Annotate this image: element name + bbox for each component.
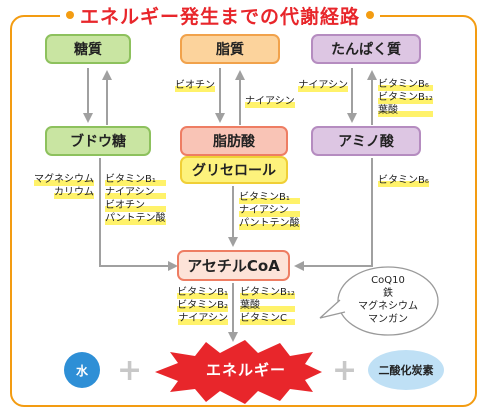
nutrients-fat-left: ビオチン xyxy=(165,79,215,92)
diagram-title: エネルギー発生までの代謝経路 xyxy=(80,5,361,28)
node-glucose-label: ブドウ糖 xyxy=(70,134,126,150)
node-amino-acid: アミノ酸 xyxy=(311,126,421,156)
nutrient-item: ビタミンB₂ xyxy=(177,299,228,312)
node-acetyl-coa-label: アセチルCoA xyxy=(187,257,280,275)
nutrient-item: ビタミンB₁ xyxy=(239,191,300,204)
title-dot-left xyxy=(66,11,74,19)
bubble-tail xyxy=(319,299,346,319)
nutrient-item: ビタミンB₁₂ xyxy=(378,91,433,104)
node-carb-label: 糖質 xyxy=(74,42,102,58)
cofactor-item: 鉄 xyxy=(383,288,393,299)
nutrient-item: ビオチン xyxy=(105,199,166,212)
nutrient-item: ビタミンB₆ xyxy=(378,174,429,187)
nutrient-item: ビタミンB₁ xyxy=(105,173,166,186)
nutrient-item: パントテン酸 xyxy=(105,212,166,225)
title-dot-right xyxy=(366,11,375,19)
nutrient-item: ナイアシン xyxy=(239,204,300,217)
nutrient-item: ビタミンB₁ xyxy=(177,286,228,299)
nutrient-item: 葉酸 xyxy=(240,299,295,312)
arrow-glucose-to-acoa xyxy=(99,158,178,271)
node-fatty-acid-label: 脂肪酸 xyxy=(213,134,255,150)
vitamins-acoa-right: ビタミンB₁₂ 葉酸 ビタミンC xyxy=(240,286,295,325)
nutrient-item: ナイアシン xyxy=(298,79,348,92)
cofactor-item: マンガン xyxy=(368,314,408,325)
cofactor-list: CoQ10 鉄 マグネシウム マンガン xyxy=(340,274,436,326)
mineral-item: カリウム xyxy=(54,186,94,199)
mineral-item: マグネシウム xyxy=(34,173,94,186)
nutrient-item: パントテン酸 xyxy=(239,217,300,230)
node-protein-label: たんぱく質 xyxy=(331,42,401,58)
energy-burst xyxy=(155,340,322,404)
co2-bubble: 二酸化炭素 xyxy=(368,350,444,390)
co2-label: 二酸化炭素 xyxy=(378,364,434,377)
node-glycerol-label: グリセロール xyxy=(192,163,276,179)
vitamins-acoa-left: ビタミンB₁ ビタミンB₂ ナイアシン xyxy=(160,286,228,325)
nutrient-item: ナイアシン xyxy=(105,186,166,199)
nutrients-fat-right: ナイアシン xyxy=(245,95,295,108)
nutrient-item: ナイアシン xyxy=(178,312,228,325)
node-glucose: ブドウ糖 xyxy=(45,126,151,156)
nutrient-item: ビタミンB₆ xyxy=(378,78,433,91)
nutrient-item: ナイアシン xyxy=(245,95,295,108)
title-bar: エネルギー発生までの代謝経路 xyxy=(60,2,381,28)
vitamins-amino: ビタミンB₆ xyxy=(378,174,429,187)
node-protein: たんぱく質 xyxy=(311,34,421,64)
plus-sign-right: + xyxy=(332,353,358,388)
nutrients-protein-left: ナイアシン xyxy=(288,79,348,92)
node-fatty-acid: 脂肪酸 xyxy=(180,126,288,156)
plus-sign-left: + xyxy=(117,353,143,388)
nutrient-item: ビタミンB₁₂ xyxy=(240,286,295,299)
node-carb: 糖質 xyxy=(45,34,131,64)
node-acetyl-coa: アセチルCoA xyxy=(177,250,290,281)
nutrients-protein-right: ビタミンB₆ ビタミンB₁₂ 葉酸 xyxy=(378,78,433,117)
water-drop-icon: 水 xyxy=(64,352,100,388)
vitamins-glycerol: ビタミンB₁ ナイアシン パントテン酸 xyxy=(239,191,300,230)
node-fat: 脂質 xyxy=(180,34,280,64)
water-label: 水 xyxy=(75,363,88,378)
node-glycerol: グリセロール xyxy=(180,156,288,184)
node-amino-acid-label: アミノ酸 xyxy=(338,134,394,150)
nutrient-item: ビタミンC xyxy=(240,312,295,325)
arrow-amino-to-acoa xyxy=(294,158,373,271)
node-fat-label: 脂質 xyxy=(216,42,244,58)
cofactor-item: マグネシウム xyxy=(358,301,418,312)
minerals-glucose: マグネシウム カリウム xyxy=(18,173,94,199)
energy-label: エネルギー xyxy=(206,361,287,379)
nutrient-item: ビオチン xyxy=(175,79,215,92)
vitamins-glucose: ビタミンB₁ ナイアシン ビオチン パントテン酸 xyxy=(105,173,166,225)
cofactor-item: CoQ10 xyxy=(371,275,405,286)
nutrient-item: 葉酸 xyxy=(378,104,433,117)
